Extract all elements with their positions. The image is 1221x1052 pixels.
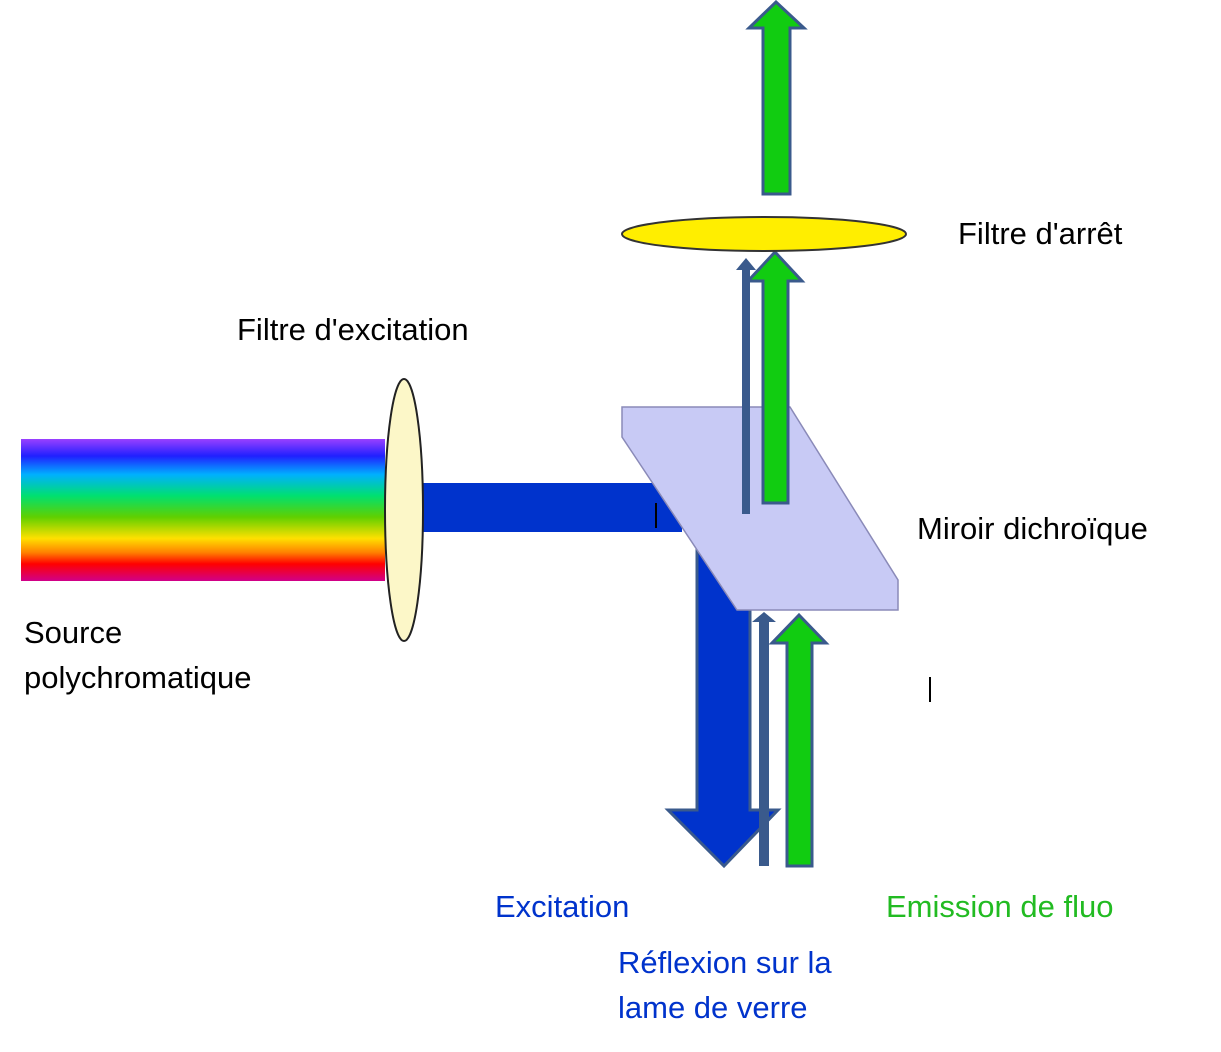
emission-label: Emission de fluo [886,889,1114,924]
stop-filter [621,216,907,252]
reflection-arrow-upper [736,258,756,514]
excitation-filter [384,378,424,642]
excitation-label: Excitation [495,889,630,924]
source-label: Source polychromatique [24,615,252,695]
emission-arrow-middle [744,249,806,505]
excitation-filter-label: Filtre d'excitation [237,312,469,347]
reflection-arrow-lower [752,612,776,866]
dichroic-mirror-label: Miroir dichroïque [917,511,1148,546]
stop-filter-label: Filtre d'arrêt [958,216,1123,251]
polychromatic-source [21,439,385,581]
reflection-label: Réflexion sur la lame de verre [618,945,832,1025]
dichroic-mirror [621,406,899,611]
emission-arrow-top [745,0,808,196]
emission-arrow-lower [768,612,830,868]
excitation-beam-horizontal [410,483,682,532]
